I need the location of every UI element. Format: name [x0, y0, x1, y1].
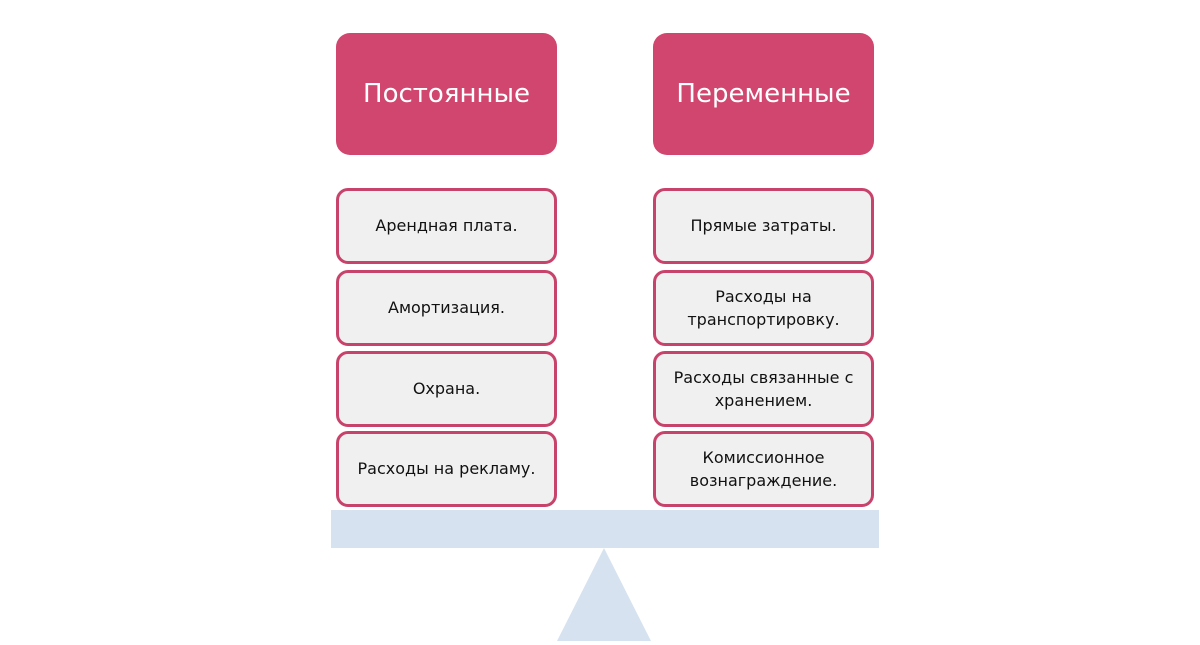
variable-costs-header: Переменные: [653, 33, 874, 155]
variable-cost-item: Расходы на транспортировку.: [653, 270, 874, 346]
fixed-cost-item: Амортизация.: [336, 270, 557, 346]
fixed-cost-item: Охрана.: [336, 351, 557, 427]
scale-beam: [331, 510, 879, 548]
variable-cost-item: Расходы связанные с хранением.: [653, 351, 874, 427]
fixed-cost-item: Расходы на рекламу.: [336, 431, 557, 507]
fixed-costs-header: Постоянные: [336, 33, 557, 155]
scale-fulcrum: [557, 548, 651, 641]
variable-cost-item: Прямые затраты.: [653, 188, 874, 264]
fixed-cost-item: Арендная плата.: [336, 188, 557, 264]
variable-cost-item: Комиссионное вознаграждение.: [653, 431, 874, 507]
